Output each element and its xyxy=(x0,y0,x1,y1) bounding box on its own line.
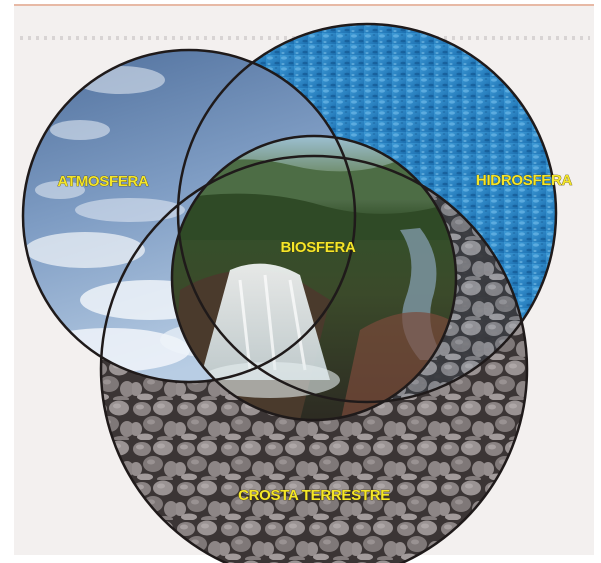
crosta-terrestre-label: CROSTA TERRESTRE xyxy=(238,487,390,504)
hidrosfera-label: HIDROSFERA xyxy=(476,172,573,189)
atmosfera-label: ATMOSFERA xyxy=(57,173,149,190)
biosfera-label: BIOSFERA xyxy=(280,239,356,256)
